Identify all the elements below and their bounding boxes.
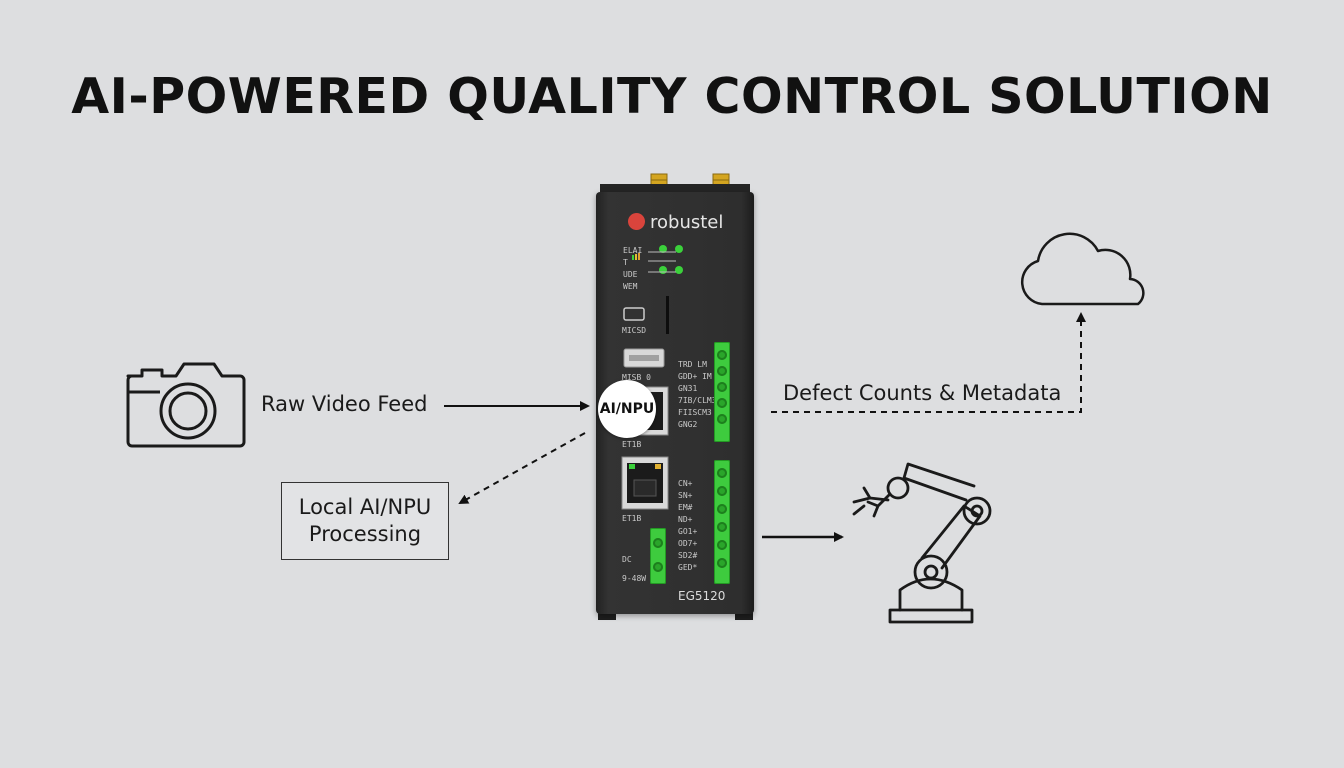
cloud-icon xyxy=(1021,232,1145,306)
terminal2-labels: CN+ SN+ EM# ND+ GO1+ OD7+ SD2# GED* xyxy=(678,478,697,574)
terminal-label: CN+ xyxy=(678,479,693,488)
terminal-label: 7IB/CLM3 xyxy=(678,396,717,405)
defect-data-line xyxy=(771,312,1086,413)
terminal-label: SN+ xyxy=(678,491,693,500)
terminal-label: EM# xyxy=(678,503,693,512)
page-title: AI-POWERED QUALITY CONTROL SOLUTION xyxy=(71,68,1273,125)
terminal-block-1 xyxy=(714,342,730,442)
usb-port xyxy=(623,348,665,368)
sd-card-icon xyxy=(623,296,669,334)
led-label: WEM xyxy=(623,282,638,291)
terminal-block-2 xyxy=(714,460,730,584)
terminal-label: GDD+ IM xyxy=(678,372,712,381)
terminal1-labels: TRD LM GDD+ IM GN31 7IB/CLM3 FIISCM3 GNG… xyxy=(678,359,717,431)
terminal-label: SD2# xyxy=(678,551,698,560)
dc-label: DC xyxy=(622,555,632,564)
local-processing-line2: Processing xyxy=(308,522,422,546)
terminal-label: OD7+ xyxy=(678,539,698,548)
terminal-label: FIISCM3 xyxy=(678,408,712,417)
antenna-connectors xyxy=(598,173,753,620)
led-label: ELAI xyxy=(623,246,643,255)
brand-logo-icon xyxy=(628,213,645,230)
raw-video-feed-label: Raw Video Feed xyxy=(261,392,428,416)
device-model: EG5120 xyxy=(678,589,726,603)
defect-counts-label: Defect Counts & Metadata xyxy=(783,381,1062,405)
terminal-label: ND+ xyxy=(678,515,693,524)
local-processing-arrow xyxy=(458,432,586,504)
usb-label: MISB 0 xyxy=(622,373,651,382)
local-processing-line1: Local AI/NPU xyxy=(298,495,432,519)
eth1-label: ET1B xyxy=(622,440,642,449)
terminal-label: GED* xyxy=(678,563,698,572)
led-indicators xyxy=(632,245,683,274)
device-brand: robustel xyxy=(650,212,724,233)
terminal-label: GO1+ xyxy=(678,527,698,536)
terminal-label: GN31 xyxy=(678,384,698,393)
terminal-label: GNG2 xyxy=(678,420,698,429)
eth2-label: ET1B xyxy=(622,514,642,523)
led-label: UDE xyxy=(623,270,638,279)
camera-icon xyxy=(126,362,246,448)
sd-label: MICSD xyxy=(622,326,647,335)
local-processing-box: Local AI/NPU Processing xyxy=(281,482,449,560)
led-labels: ELAI T UDE WEM xyxy=(623,245,642,293)
robot-arm-icon xyxy=(852,462,992,624)
power-terminal xyxy=(650,528,666,584)
power-label: 9-48W xyxy=(622,574,647,583)
terminal-label: TRD LM xyxy=(678,360,707,369)
ethernet-port-2 xyxy=(621,456,669,510)
ai-npu-badge: AI/NPU xyxy=(598,380,656,438)
led-label: T xyxy=(623,258,628,267)
